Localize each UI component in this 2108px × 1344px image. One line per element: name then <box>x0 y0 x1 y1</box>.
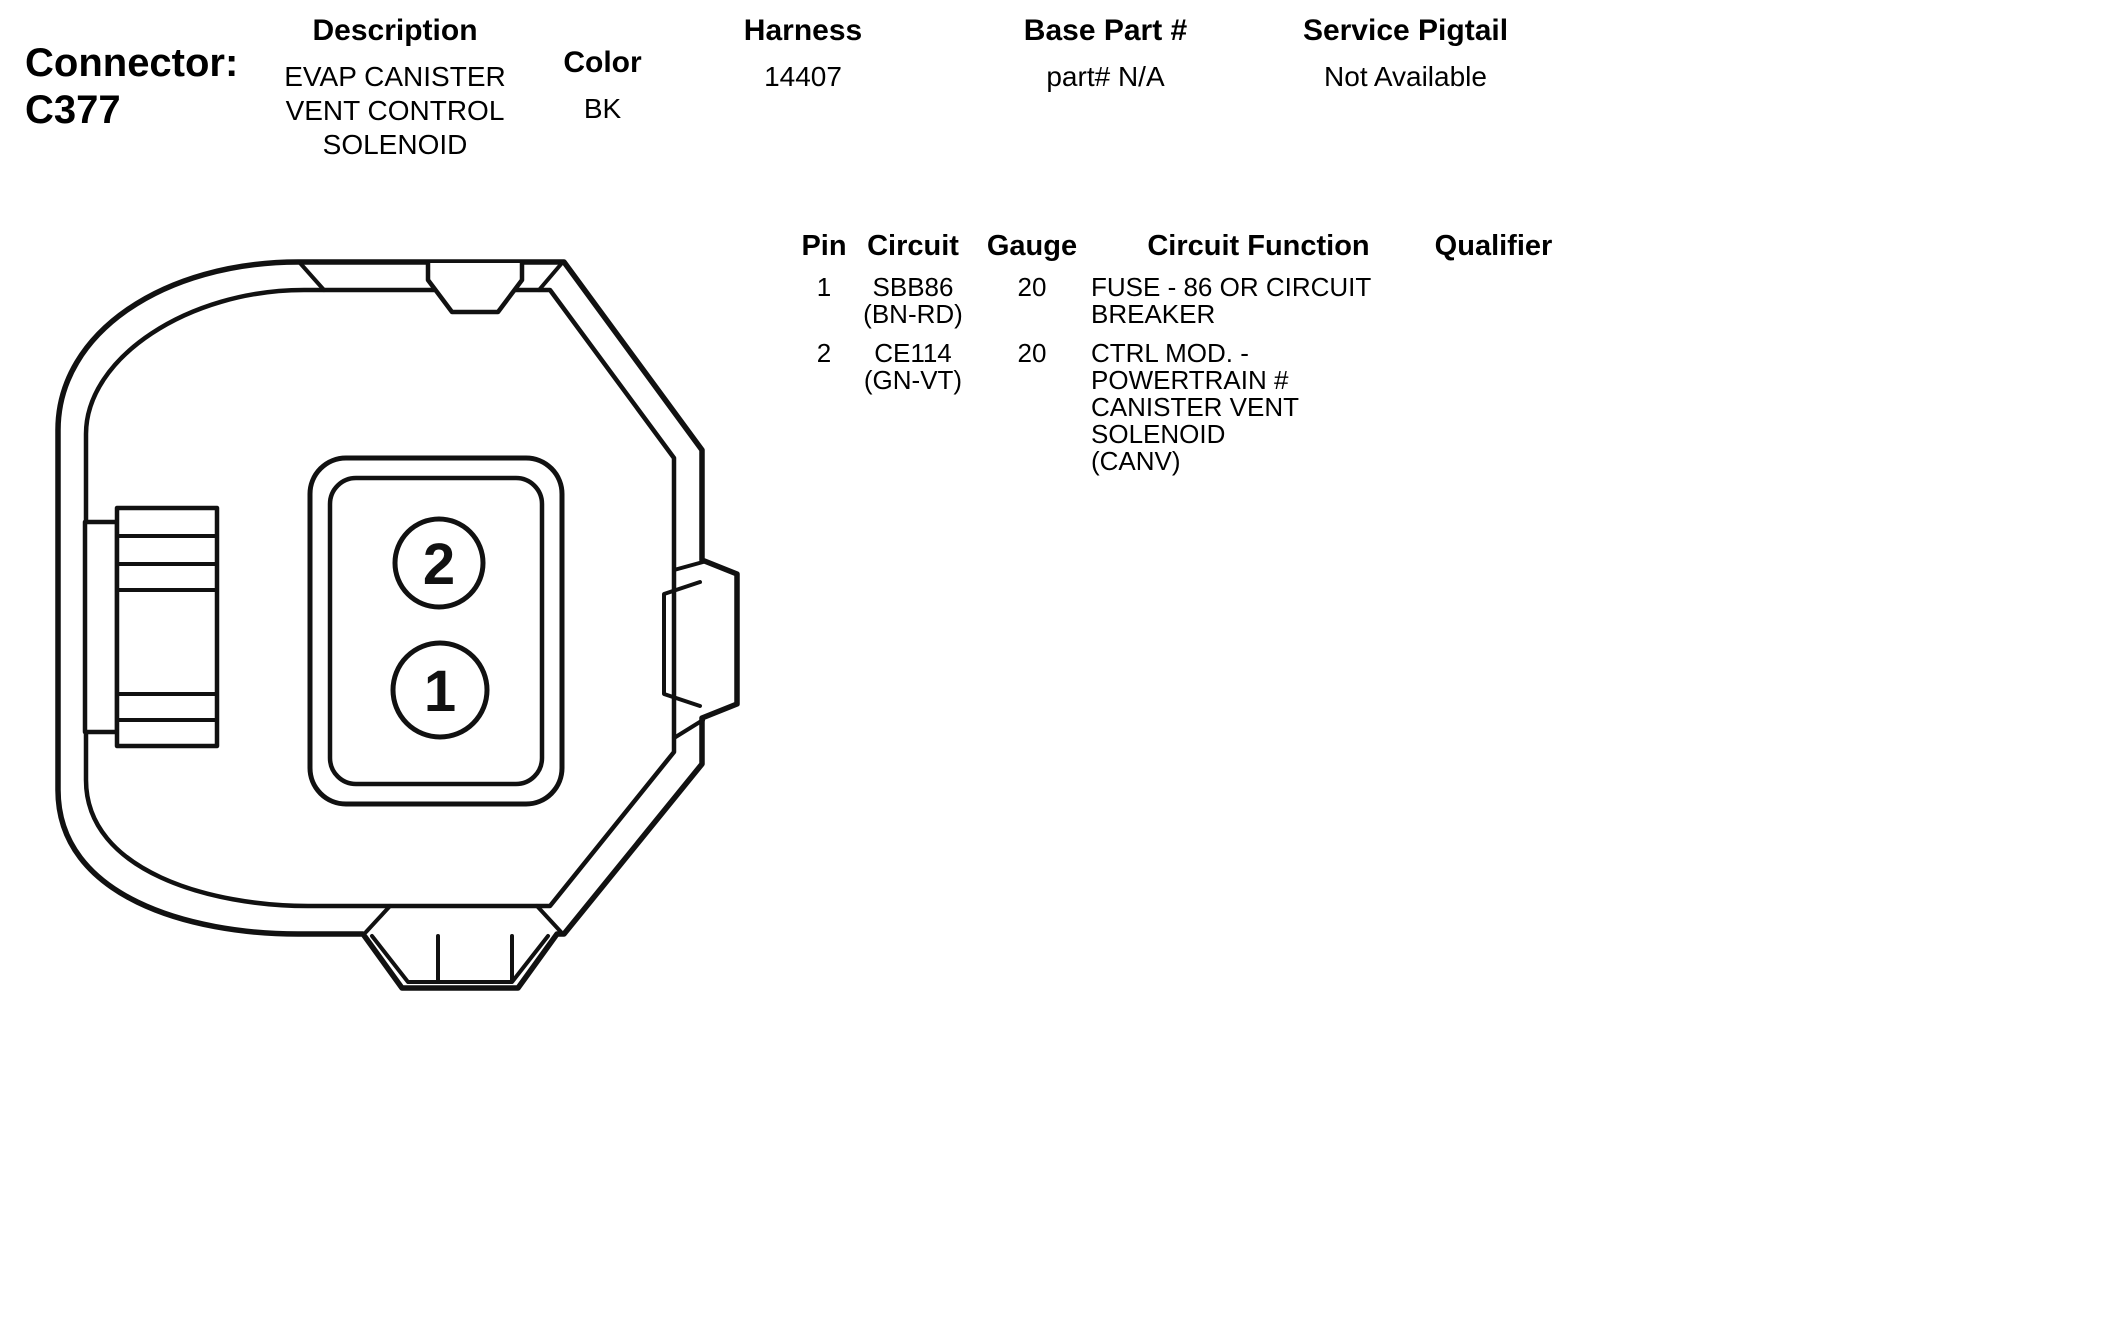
header-column-description: Description EVAP CANISTER VENT CONTROL S… <box>250 14 540 162</box>
latch-main-block <box>114 505 220 749</box>
pin-cell: 2 <box>816 338 832 368</box>
circuit-code: CE114 <box>874 338 952 368</box>
bottom-plateau-slant-right <box>535 904 563 934</box>
latch-ribs <box>115 534 219 722</box>
cavity-outer <box>307 455 565 807</box>
pin-1-number: 1 <box>424 659 456 724</box>
connector-title: Connector: C377 <box>25 40 238 134</box>
top-plateau-slant-right <box>537 261 564 292</box>
color-value: BK <box>583 93 622 124</box>
circuit-color: (GN-VT) <box>863 365 963 395</box>
header-column-base-part: Base Part # part# N/A <box>998 14 1213 94</box>
pin-table: Pin Circuit Gauge Circuit Function Quali… <box>795 230 1561 475</box>
bottom-plateau-slant-left <box>364 904 392 934</box>
col-header-function: Circuit Function <box>1147 230 1370 262</box>
base-part-label: Base Part # <box>1023 14 1188 47</box>
function-line: (CANV) <box>1091 446 1181 476</box>
circuit-cell: SBB86 (BN-RD) <box>853 274 973 328</box>
header-column-color: Color BK <box>540 46 665 126</box>
pin-cell: 1 <box>816 272 832 302</box>
function-line: CANISTER VENT SOLENOID <box>1091 392 1299 449</box>
base-part-value: part# N/A <box>1046 61 1165 92</box>
latch-outer-block <box>82 519 120 735</box>
keyway-tick-top <box>672 560 705 572</box>
pin-2-number: 2 <box>423 532 455 597</box>
harness-label: Harness <box>743 14 863 47</box>
pin-2-circle <box>392 516 486 610</box>
col-header-qualifier: Qualifier <box>1434 230 1553 262</box>
col-header-circuit: Circuit <box>867 230 959 262</box>
top-plateau-slant-left <box>298 261 326 292</box>
harness-value: 14407 <box>764 61 842 92</box>
pin-1-circle <box>390 640 490 740</box>
header-column-service-pigtail: Service Pigtail Not Available <box>1288 14 1523 94</box>
top-alignment-tab <box>425 260 525 315</box>
header-column-harness: Harness 14407 <box>718 14 888 94</box>
gauge-cell: 20 <box>1017 338 1047 368</box>
pin-table-header: Pin Circuit Gauge Circuit Function Quali… <box>795 230 1561 262</box>
function-line: CTRL MOD. - POWERTRAIN # <box>1091 338 1289 395</box>
circuit-code: SBB86 <box>872 272 954 302</box>
circuit-color: (BN-RD) <box>863 299 963 329</box>
table-row: 2 CE114 (GN-VT) 20 CTRL MOD. - POWERTRAI… <box>795 340 1561 475</box>
pin-table-body: 1 SBB86 (BN-RD) 20 FUSE - 86 OR CIRCUIT … <box>795 274 1561 475</box>
service-pigtail-label: Service Pigtail <box>1302 14 1509 47</box>
connector-id: C377 <box>25 88 121 132</box>
function-line: BREAKER <box>1091 299 1216 329</box>
circuit-cell: CE114 (GN-VT) <box>853 340 973 394</box>
function-line: FUSE - 86 OR CIRCUIT <box>1091 272 1372 302</box>
col-header-gauge: Gauge <box>986 230 1078 262</box>
description-line: SOLENOID <box>322 129 468 160</box>
table-row: 1 SBB86 (BN-RD) 20 FUSE - 86 OR CIRCUIT … <box>795 274 1561 328</box>
cavity-inner <box>327 475 545 787</box>
gauge-cell: 20 <box>1017 272 1047 302</box>
description-label: Description <box>312 14 478 47</box>
keyway-tick-bottom <box>672 718 705 740</box>
connector-label: Connector: <box>25 41 239 85</box>
function-cell: FUSE - 86 OR CIRCUIT BREAKER <box>1091 274 1426 328</box>
keyway-slot <box>662 580 702 708</box>
bottom-tab-inner-line <box>370 934 550 984</box>
connector-face-diagram: 2 1 <box>55 259 740 991</box>
service-pigtail-value: Not Available <box>1324 61 1487 92</box>
description-line: VENT CONTROL <box>285 95 505 126</box>
housing-inner-outline <box>83 287 677 909</box>
function-cell: CTRL MOD. - POWERTRAIN # CANISTER VENT S… <box>1091 340 1426 475</box>
color-label: Color <box>563 46 642 79</box>
col-header-pin: Pin <box>801 230 847 262</box>
description-line: EVAP CANISTER <box>284 61 506 92</box>
